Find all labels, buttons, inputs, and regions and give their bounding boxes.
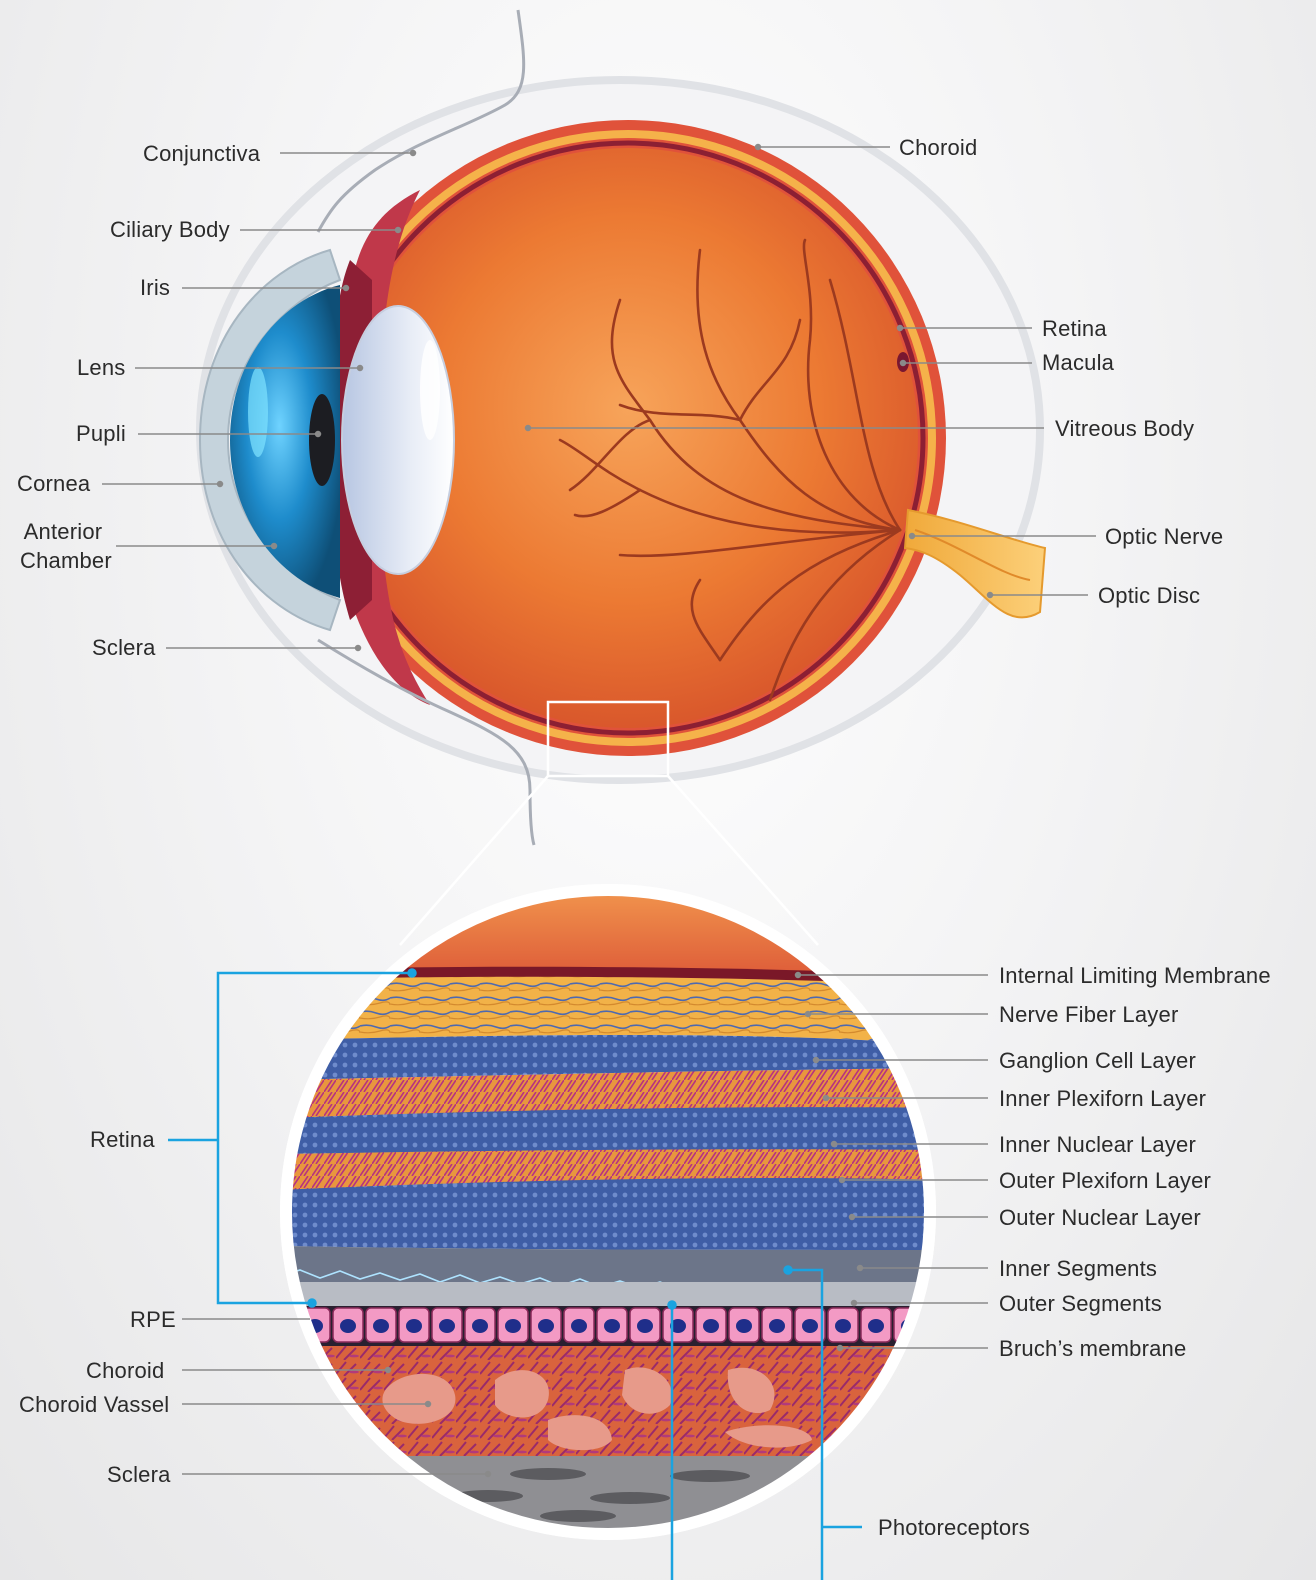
label-bruchs-membrane: Bruch’s membrane: [999, 1334, 1186, 1363]
lens-shape: [342, 306, 454, 574]
outer-nuclear-layer-band: [280, 1178, 940, 1250]
label-inner-plexiform-layer: Inner Plexiforn Layer: [999, 1084, 1206, 1113]
label-lens: Lens: [77, 353, 126, 382]
label-retina: Retina: [1042, 314, 1107, 343]
label-inner-segments: Inner Segments: [999, 1254, 1157, 1283]
rpe-cells: [280, 1306, 940, 1346]
label-macula: Macula: [1042, 348, 1114, 377]
label-ciliary-body: Ciliary Body: [110, 215, 230, 244]
label-ganglion-cell-layer: Ganglion Cell Layer: [999, 1046, 1196, 1075]
label-outer-nuclear-layer: Outer Nuclear Layer: [999, 1203, 1201, 1232]
label-cornea: Cornea: [17, 469, 90, 498]
label-retina-section: Retina: [90, 1125, 155, 1154]
label-inner-nuclear-layer: Inner Nuclear Layer: [999, 1130, 1196, 1159]
label-iris: Iris: [140, 273, 170, 302]
label-sclera: Sclera: [92, 633, 156, 662]
label-optic-disc: Optic Disc: [1098, 581, 1200, 610]
label-anterior-chamber-line1: Anterior: [20, 517, 106, 546]
label-nerve-fiber-layer: Nerve Fiber Layer: [999, 1000, 1178, 1029]
label-vitreous-body: Vitreous Body: [1055, 414, 1194, 443]
label-pupil: Pupli: [76, 419, 126, 448]
label-optic-nerve: Optic Nerve: [1105, 522, 1223, 551]
label-choroid-section: Choroid: [86, 1356, 164, 1385]
label-choroid-vessel: Choroid Vassel: [19, 1390, 169, 1419]
inner-segments-band: [280, 1246, 940, 1282]
label-sclera-section: Sclera: [107, 1460, 171, 1489]
label-conjunctiva: Conjunctiva: [143, 139, 260, 168]
pupil-shape: [309, 394, 335, 486]
label-anterior-chamber: Anterior Chamber: [20, 517, 106, 575]
retina-cross-section: [280, 880, 940, 1546]
outer-segments-band: [280, 1282, 940, 1306]
label-choroid: Choroid: [899, 133, 977, 162]
label-outer-segments: Outer Segments: [999, 1289, 1162, 1318]
label-anterior-chamber-line2: Chamber: [20, 546, 106, 575]
label-outer-plexiform-layer: Outer Plexiforn Layer: [999, 1166, 1211, 1195]
label-internal-limiting-membrane: Internal Limiting Membrane: [999, 961, 1271, 990]
label-photoreceptors: Photoreceptors: [878, 1513, 1030, 1542]
label-rpe: RPE: [130, 1305, 176, 1334]
